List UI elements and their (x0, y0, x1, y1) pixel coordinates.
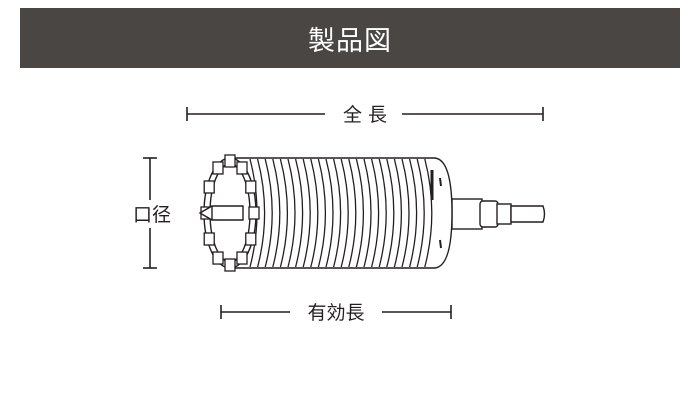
spiral-rib (287, 158, 296, 268)
spiral-rib (272, 158, 281, 268)
diamond-tip (212, 161, 224, 175)
page-title: 製品図 (308, 25, 392, 57)
diamond-tip (245, 232, 257, 246)
spiral-rib (363, 158, 372, 268)
spiral-rib (424, 158, 433, 268)
spiral-rib (348, 158, 357, 268)
spiral-rib (378, 158, 387, 268)
shank (451, 198, 483, 230)
spiral-rib (332, 158, 342, 268)
diamond-tip (248, 206, 260, 220)
chuck (479, 200, 499, 228)
overall-length-label: 全 長 (343, 104, 387, 126)
diameter-label: 口径 (133, 204, 171, 226)
spiral-rib (294, 158, 304, 268)
header-bar: 製品図 (20, 8, 680, 68)
overall-length-dimension (186, 107, 544, 121)
diamond-tip (236, 161, 248, 175)
spiral-rib (256, 158, 266, 268)
effective-length-label: 有効長 (307, 302, 364, 324)
center-pilot-drill (198, 205, 244, 221)
diamond-tip (203, 232, 215, 246)
collar (496, 203, 512, 225)
spiral-rib (370, 158, 380, 268)
spiral-rib (340, 158, 349, 268)
spiral-rib (408, 158, 418, 268)
spiral-rib (264, 158, 273, 268)
diamond-tip (203, 180, 215, 194)
hex-shank (510, 205, 546, 223)
diamond-tip (212, 251, 224, 265)
spiral-rib (325, 158, 334, 268)
spiral-rib (302, 158, 311, 268)
core-body (234, 157, 453, 269)
spiral-rib (317, 158, 326, 268)
spiral-rib (393, 158, 402, 268)
spiral-rib (279, 158, 288, 268)
diameter-dimension (143, 157, 157, 269)
diamond-tip (224, 154, 236, 168)
spiral-rib (310, 158, 319, 268)
spiral-rib (416, 158, 425, 268)
spiral-rib (401, 158, 410, 268)
diamond-tip (224, 258, 236, 272)
core-drill-drawing (198, 154, 546, 272)
diamond-tip (245, 180, 257, 194)
spiral-rib (355, 158, 364, 268)
spiral-rib (386, 158, 395, 268)
diamond-tip (236, 251, 248, 265)
effective-length-dimension (220, 305, 452, 319)
